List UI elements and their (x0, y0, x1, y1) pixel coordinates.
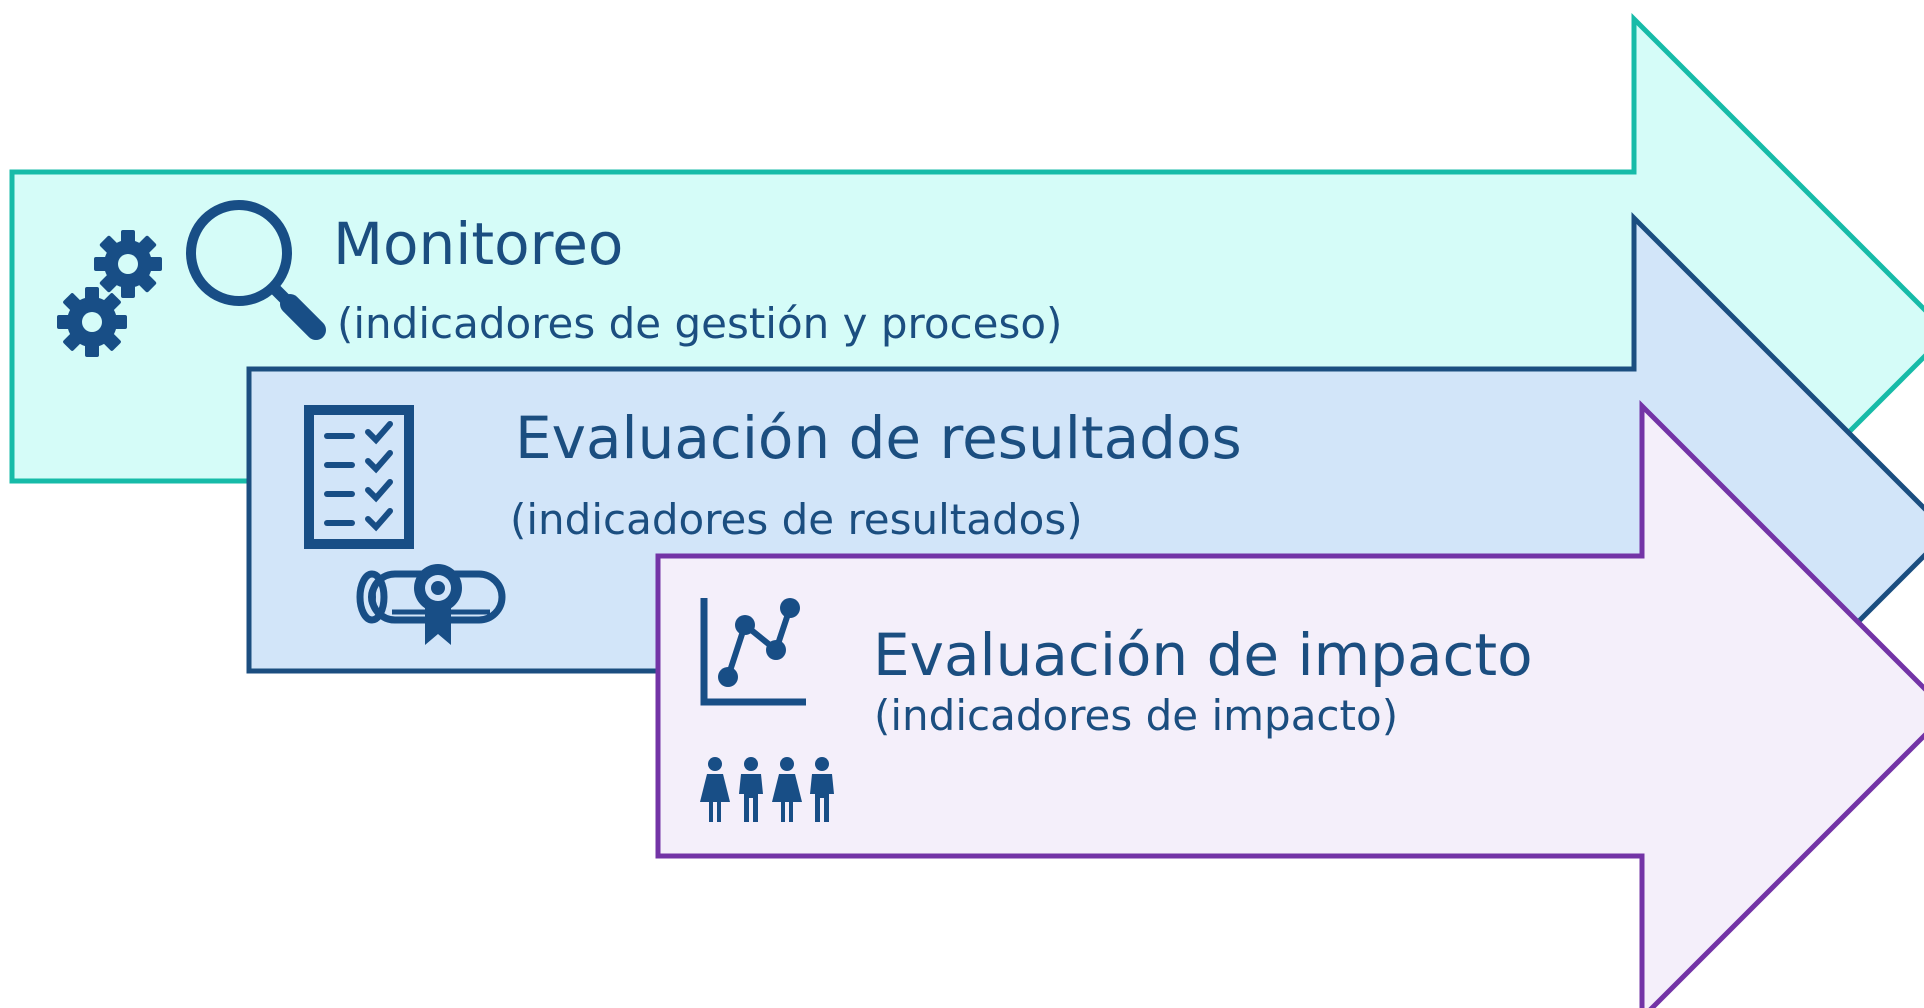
gears-icon (57, 230, 162, 357)
arrow-title: Evaluación de resultados (515, 404, 1242, 472)
arrow-subtitle: (indicadores de impacto) (874, 691, 1398, 740)
checklist-icon (304, 405, 414, 549)
arrow-monitoreo: Monitoreo (indicadores de gestión y proc… (9, 12, 1924, 654)
arrow-shape (655, 399, 1924, 1008)
line-chart-icon (700, 598, 806, 706)
magnifier-icon (186, 200, 326, 340)
arrow-title: Evaluación de impacto (873, 621, 1533, 689)
diploma-icon (356, 564, 506, 645)
arrow-evaluacion-impacto: Evaluación de impacto (indicadores de im… (655, 399, 1924, 1008)
arrow-subtitle: (indicadores de gestión y proceso) (337, 299, 1062, 348)
arrow-title: Monitoreo (333, 210, 623, 278)
arrow-subtitle: (indicadores de resultados) (510, 495, 1083, 544)
